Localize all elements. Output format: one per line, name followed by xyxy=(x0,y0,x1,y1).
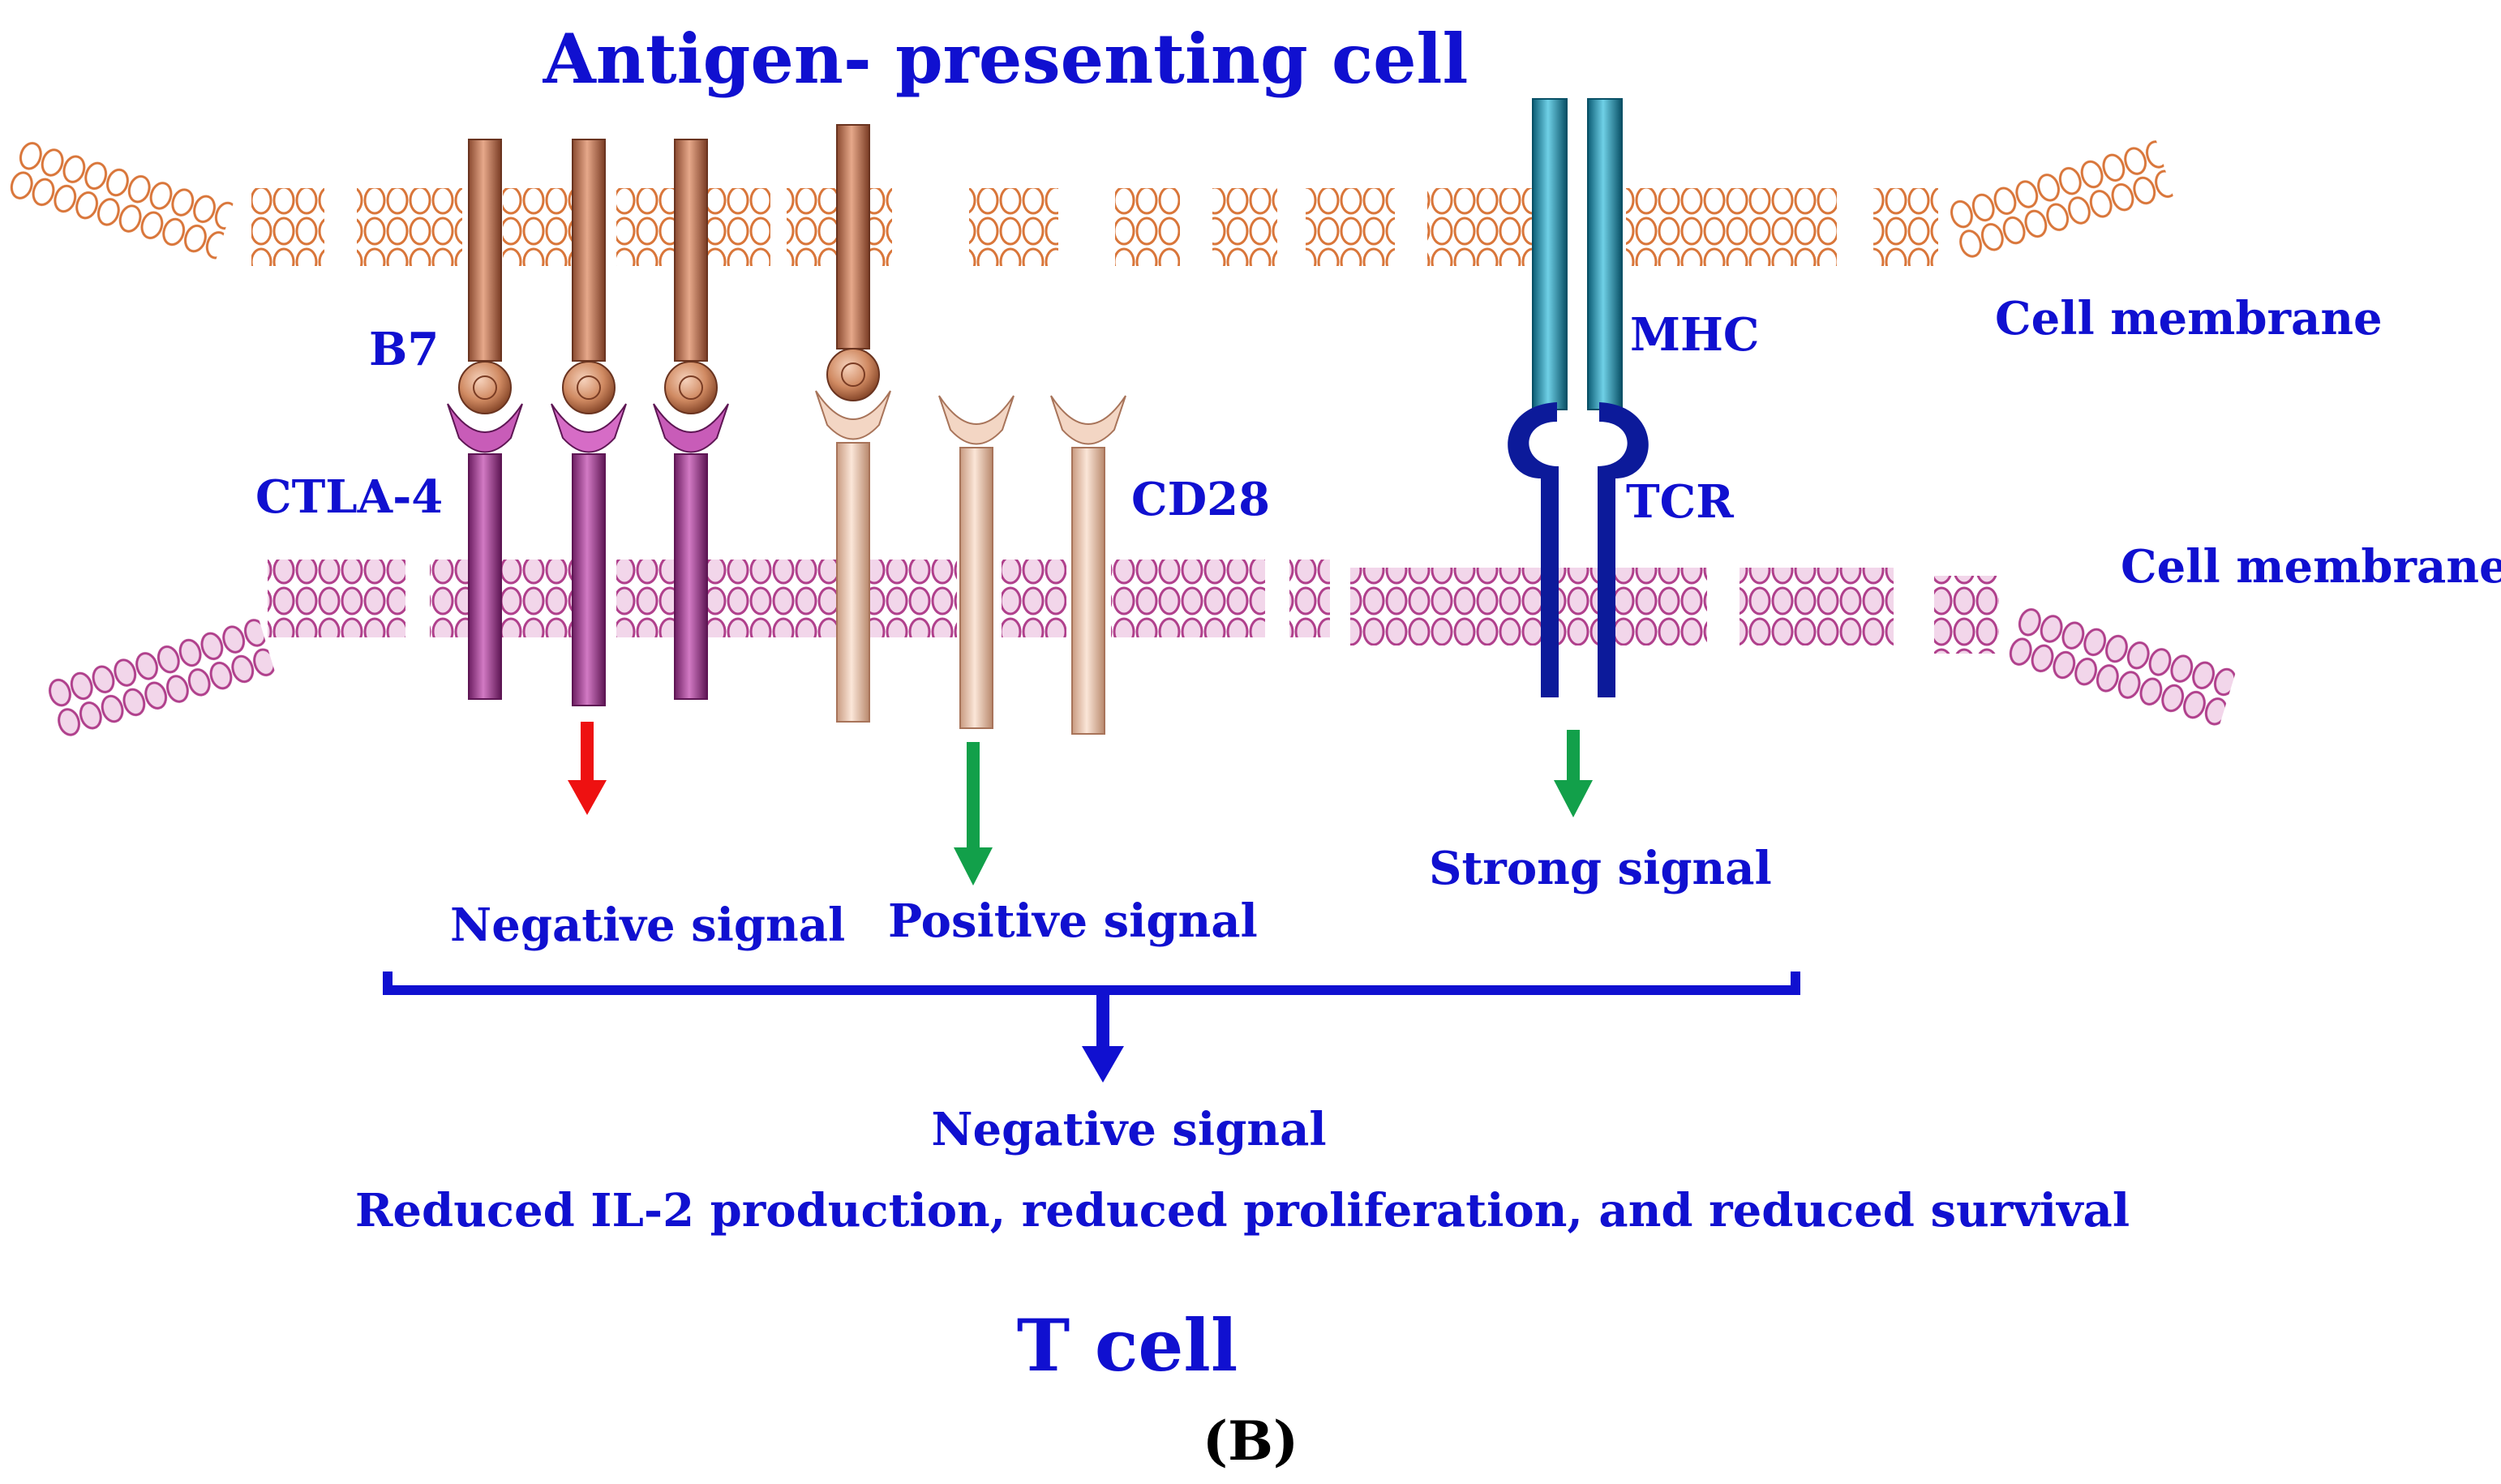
ctla4-receptor xyxy=(653,403,729,700)
tcr-label: TCR xyxy=(1626,475,1734,529)
outcome-signal-label: Negative signal xyxy=(931,1103,1326,1156)
b7-ligands xyxy=(458,124,880,414)
b7-ligand xyxy=(562,139,616,414)
positive-signal-arrow xyxy=(954,742,993,886)
mhc-molecule xyxy=(1532,98,1623,410)
strong-signal-label: Strong signal xyxy=(1429,842,1772,895)
cd28-receptor xyxy=(815,390,891,723)
b7-ligand xyxy=(826,124,880,401)
panel-label: (B) xyxy=(1203,1409,1298,1473)
cd28-label: CD28 xyxy=(1131,473,1270,526)
ctla4-receptor xyxy=(551,403,627,706)
ctla4-receptors xyxy=(447,403,729,706)
cd28-receptors xyxy=(815,390,1126,735)
bottom-membrane-label: Cell membrane xyxy=(2121,540,2501,594)
summation-bracket xyxy=(383,971,1800,995)
ctla4-receptor xyxy=(447,403,523,700)
tcell-label: T cell xyxy=(1017,1303,1238,1387)
b7-label: B7 xyxy=(369,323,439,376)
negative-signal-label: Negative signal xyxy=(450,899,845,952)
diagram-title: Antigen- presenting cell xyxy=(543,19,1469,99)
negative-signal-arrow xyxy=(568,722,607,815)
strong-signal-arrow xyxy=(1554,730,1593,817)
ctla4-label: CTLA-4 xyxy=(255,470,443,524)
outcome-effects-label: Reduced IL-2 production, reduced prolife… xyxy=(355,1184,2130,1237)
positive-signal-label: Positive signal xyxy=(888,894,1258,948)
b7-ligand xyxy=(664,139,718,414)
cd28-receptor xyxy=(1050,395,1126,735)
top-membrane-label: Cell membrane xyxy=(1995,292,2383,345)
tcell-membrane xyxy=(45,560,2237,740)
apc-membrane xyxy=(6,138,2174,266)
tcr-receptor xyxy=(1508,402,1649,697)
outcome-arrow xyxy=(1082,995,1124,1083)
mhc-label: MHC xyxy=(1630,308,1759,362)
cd28-receptor xyxy=(938,395,1015,729)
b7-ligand xyxy=(458,139,512,414)
